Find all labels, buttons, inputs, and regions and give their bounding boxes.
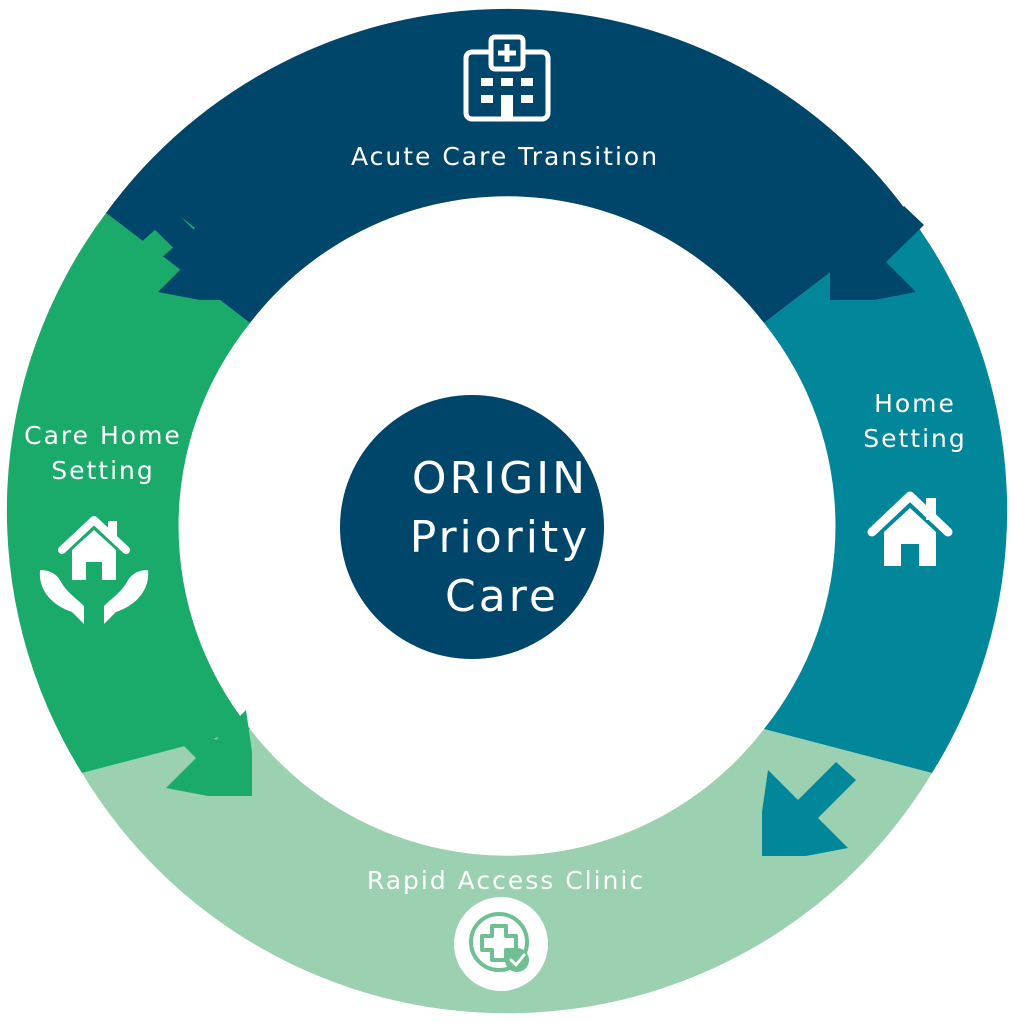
label-acute-care-transition: Acute Care Transition (351, 142, 659, 171)
arrow-care-home-to-clinic (158, 702, 252, 796)
medical-cross-check-icon (454, 897, 548, 991)
arrow-home-to-clinic (762, 762, 856, 856)
center-title-line-3: Care (445, 571, 559, 622)
center-title-line-1: ORIGIN (412, 453, 588, 504)
label-home-setting-line-2: Setting (863, 424, 967, 453)
segment-rapid-access-clinic (82, 729, 932, 1014)
center-circle (340, 395, 604, 659)
segment-care-home-setting (6, 213, 250, 773)
hospital-icon (463, 34, 551, 122)
label-care-home-setting-line-1: Care Home (24, 421, 182, 450)
center-title-line-2: Priority (410, 512, 591, 563)
label-home-setting-line-1: Home (874, 389, 956, 418)
label-rapid-access-clinic: Rapid Access Clinic (367, 866, 645, 895)
segment-home-setting (764, 213, 1008, 773)
arrow-acute-to-care-home (150, 206, 244, 300)
segment-acute-care-transition (106, 8, 908, 324)
arrow-acute-to-home (830, 206, 924, 300)
house-in-hands-icon (39, 516, 149, 624)
house-icon (867, 491, 953, 566)
label-care-home-setting-line-2: Setting (51, 456, 155, 485)
